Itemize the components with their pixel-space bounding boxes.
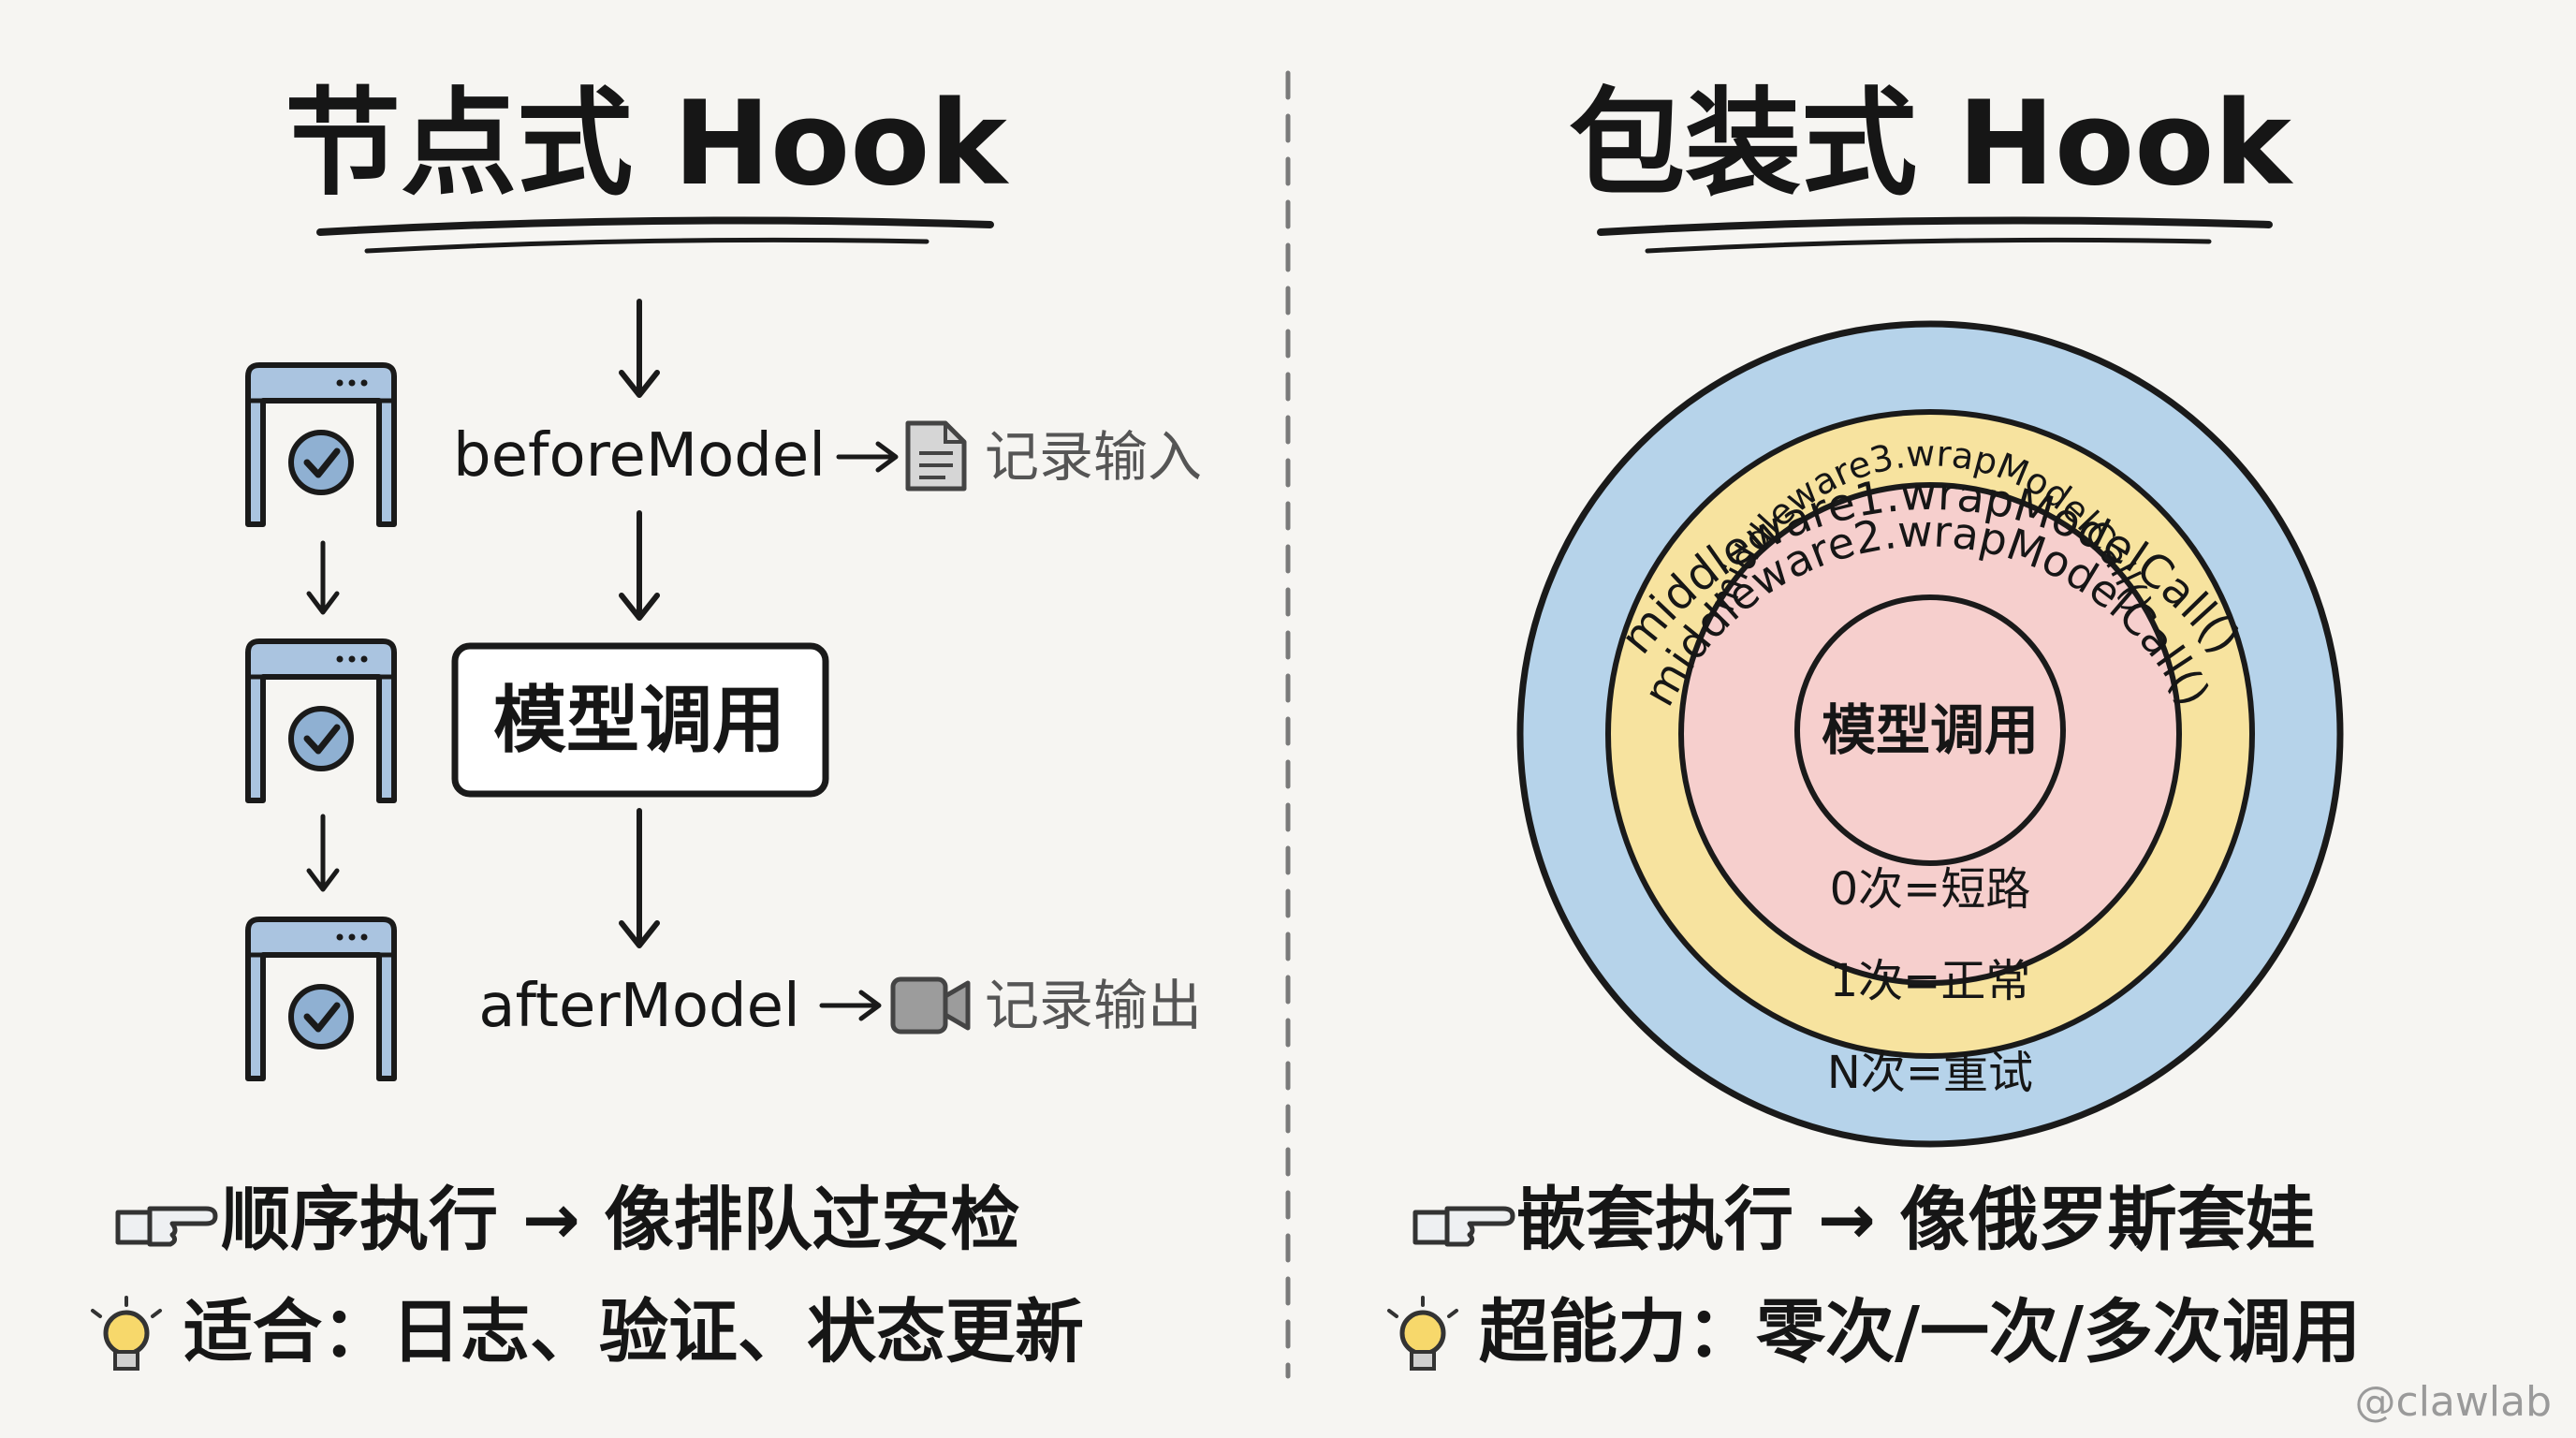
before-model-note: 记录输入 bbox=[985, 425, 1202, 489]
count-one-label: 1次=正常 bbox=[1830, 955, 2031, 1007]
light-bulb-icon bbox=[1387, 1296, 1458, 1371]
light-bulb-icon bbox=[91, 1296, 162, 1371]
arrow-right bbox=[836, 441, 899, 473]
security-gate-icon bbox=[248, 365, 394, 524]
gate-arrow bbox=[306, 540, 340, 615]
gate-arrow bbox=[306, 814, 340, 892]
ring-core bbox=[1794, 594, 2066, 866]
left-summary-line: 顺序执行 → 像排队过安检 bbox=[221, 1180, 1020, 1260]
before-model-label: beforeModel bbox=[453, 421, 826, 491]
left-title-underline-2 bbox=[364, 237, 929, 254]
document-icon bbox=[905, 420, 967, 492]
flow-arrow bbox=[619, 299, 660, 398]
after-model-note: 记录输出 bbox=[985, 974, 1202, 1037]
security-gate-icon bbox=[248, 641, 394, 800]
flow-arrow bbox=[619, 510, 660, 621]
watermark: @clawlab bbox=[2355, 1378, 2552, 1426]
right-summary-line: 嵌套执行 → 像俄罗斯套娃 bbox=[1516, 1180, 2316, 1260]
count-n-label: N次=重试 bbox=[1827, 1047, 2033, 1099]
after-model-label: afterModel bbox=[478, 972, 800, 1041]
right-title-underline bbox=[1597, 216, 2273, 236]
model-call-box bbox=[451, 642, 829, 798]
video-camera-icon bbox=[890, 976, 971, 1034]
arrow-right bbox=[819, 990, 882, 1021]
left-title-underline bbox=[316, 216, 994, 236]
core-label: 模型调用 bbox=[1822, 698, 2039, 762]
right-panel: 包装式 Hook middleware1.wrapModelCall() mid… bbox=[1387, 77, 2361, 1372]
security-gate-icon bbox=[248, 919, 394, 1078]
pointing-hand-icon bbox=[115, 1206, 218, 1247]
count-zero-label: 0次=短路 bbox=[1830, 863, 2031, 916]
flow-arrow bbox=[619, 808, 660, 948]
model-call-label: 模型调用 bbox=[493, 679, 785, 763]
right-tip-line: 超能力：零次/一次/多次调用 bbox=[1479, 1292, 2361, 1372]
left-panel: 节点式 Hook bbox=[91, 77, 1202, 1372]
pointing-hand-icon bbox=[1412, 1206, 1515, 1247]
right-title-underline-2 bbox=[1645, 237, 2212, 254]
left-tip-line: 适合：日志、验证、状态更新 bbox=[183, 1292, 1084, 1372]
left-title: 节点式 Hook bbox=[285, 77, 1009, 212]
right-title: 包装式 Hook bbox=[1569, 77, 2293, 212]
